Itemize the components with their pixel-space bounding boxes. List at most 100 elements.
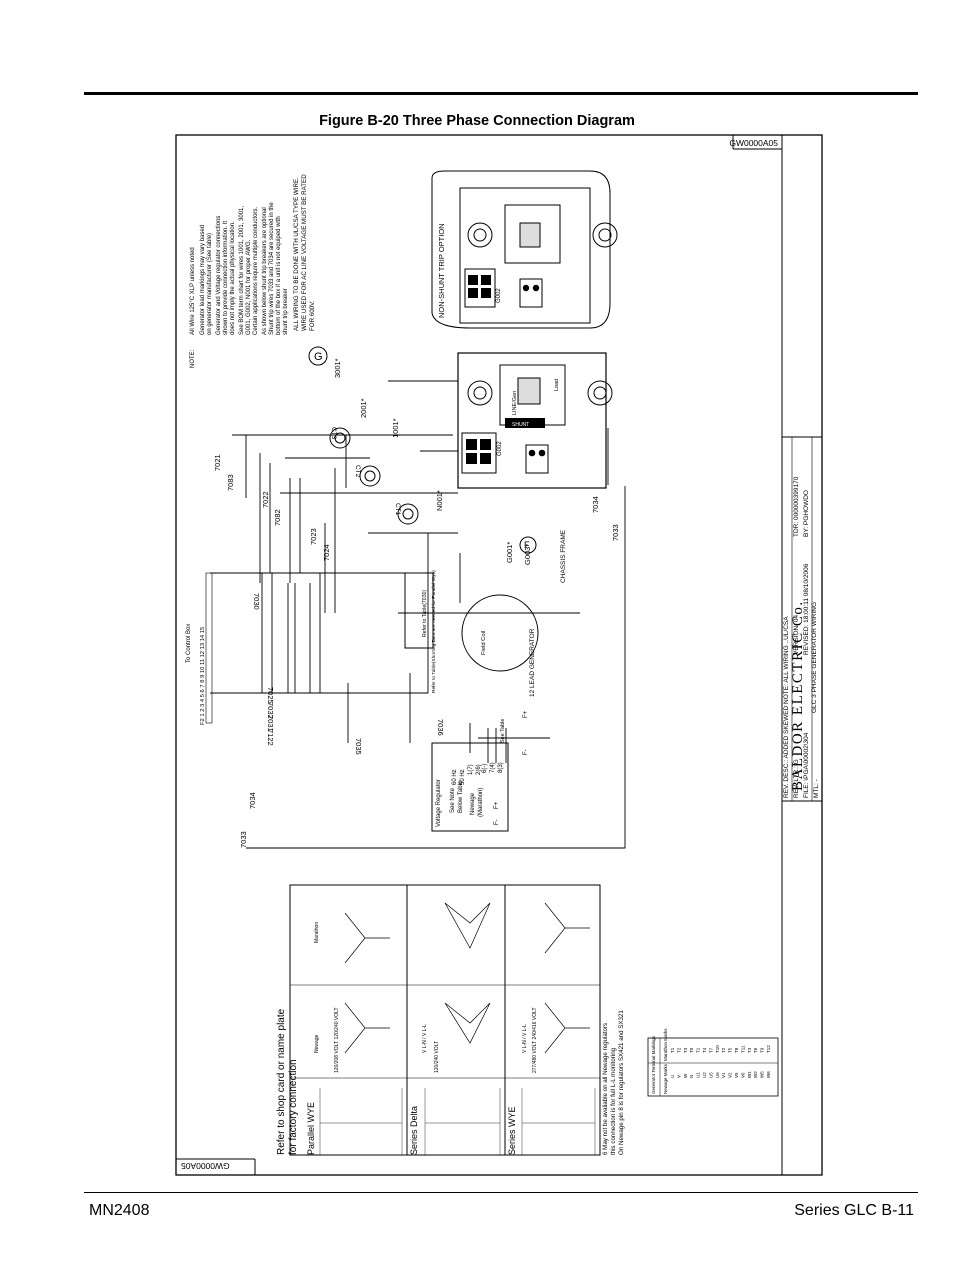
rev-ltr: REV. LTR.: G <box>793 759 800 798</box>
wire-network <box>210 380 626 849</box>
terminal-row-newage: W1 <box>747 1071 752 1078</box>
control-box-terminals: To Control Box F2 1 2 3 4 5 6 7 8 9 10 1… <box>186 572 213 725</box>
generator-block: Refer to Table(7030) Field Coil 12 LEAD … <box>404 570 539 697</box>
section-parallel-wye: Parallel WYE <box>306 1102 316 1155</box>
current-transformers: CT3 CT2 CT1 <box>329 427 419 525</box>
svg-text:120/240 VOLT: 120/240 VOLT <box>434 1041 440 1073</box>
terminal-row-marathon: T8 <box>734 1047 739 1053</box>
terminal-row-marathon: T5 <box>728 1047 733 1053</box>
terminal-row-marathon: T9 <box>760 1047 765 1053</box>
svg-text:7033: 7033 <box>611 524 620 541</box>
terminal-row-marathon: T2 <box>721 1047 726 1053</box>
svg-text:8(3): 8(3) <box>498 762 504 773</box>
svg-text:G001, G002, N001 for proper AW: G001, G002, N001 for proper AWG. <box>246 240 252 335</box>
drawing-number-bottom: GW0000A05 <box>181 1161 230 1171</box>
svg-text:6 May not be avaliable on all: 6 May not be avaliable on all Newage reg… <box>602 1023 609 1155</box>
svg-text:7036: 7036 <box>436 719 445 736</box>
svg-text:Newage: Newage <box>314 1034 320 1053</box>
svg-text:V L-N / V L-L: V L-N / V L-L <box>522 1024 528 1053</box>
wiring-diagram: GW0000A05 GW0000A05 BALDOR ELECTRIC Co. … <box>175 134 823 1176</box>
svg-text:120/208 VOLT 120/240 VOLT: 120/208 VOLT 120/240 VOLT <box>334 1007 340 1073</box>
svg-text:7083: 7083 <box>226 474 235 491</box>
svg-text:Generator and Voltage regulato: Generator and Voltage regulator connecti… <box>216 216 222 335</box>
svg-text:SHUNT: SHUNT <box>512 422 529 428</box>
generator-label: 12 LEAD GENERATOR <box>529 628 536 697</box>
terminal-row-marathon: T1 <box>670 1047 675 1053</box>
svg-text:60 Hz: 60 Hz <box>452 769 458 785</box>
svg-text:G002: G002 <box>496 288 502 303</box>
svg-text:7025: 7025 <box>266 687 275 704</box>
svg-text:LINE/Gen: LINE/Gen <box>512 391 518 415</box>
svg-text:F-: F- <box>494 819 500 825</box>
svg-text:Voltage Regulator: Voltage Regulator <box>436 779 442 827</box>
title-block: BALDOR ELECTRIC Co. GLC 3 PHASE GENERATO… <box>782 436 822 802</box>
svg-text:shunt trip breaker: shunt trip breaker <box>283 288 289 335</box>
terminal-row-newage: U6 <box>715 1072 720 1078</box>
notes-heading: NOTE: <box>190 349 196 368</box>
svg-text:See BOM term chart for wires 1: See BOM term chart for wires 1001, 2001,… <box>239 206 245 335</box>
svg-text:1(7): 1(7) <box>468 764 474 775</box>
svg-text:7024: 7024 <box>322 544 331 561</box>
revised: REVISED: 18:00:11 08/10/2006 <box>803 563 810 655</box>
ct3-label: CT3 <box>330 427 337 440</box>
ground-note-symbol: G <box>314 351 323 363</box>
svg-text:Generator Terminal Markings: Generator Terminal Markings <box>651 1035 656 1094</box>
drawing-number-top: GW0000A05 <box>729 138 778 148</box>
section-series-delta: Series Delta <box>409 1106 419 1155</box>
svg-text:this connection is for full L-: this connection is for full L-L monitori… <box>610 1047 617 1155</box>
terminal-row-newage: U5 <box>708 1072 713 1078</box>
terminal-row-newage: V6 <box>740 1072 745 1078</box>
terminal-row-marathon: T12 <box>766 1045 771 1053</box>
mtl: MTL: - <box>813 779 820 798</box>
svg-text:Below Table: Below Table <box>458 780 464 813</box>
svg-text:7022: 7022 <box>261 491 270 508</box>
version: VERSION: 04 <box>793 615 800 655</box>
company-name: BALDOR ELECTRIC Co. <box>790 600 806 791</box>
svg-text:Certain applications require m: Certain applications require multiple co… <box>253 207 259 335</box>
terminal-row-marathon: T10 <box>715 1045 720 1053</box>
terminal-row-marathon: T7 <box>708 1047 713 1053</box>
svg-text:7034: 7034 <box>591 496 600 513</box>
svg-text:Refer to Table(Shorting Bars a: Refer to Table(Shorting Bars are needed … <box>431 570 437 693</box>
terminal-row-marathon: T6 <box>753 1047 758 1053</box>
factory-note: for factory connection <box>288 1059 299 1155</box>
drawing-border <box>175 134 823 1176</box>
svg-text:On Newage pin 8 is for regulat: On Newage pin 8 is for regulators SX421 … <box>618 1010 625 1155</box>
non-shunt-trip-panel: NON-SHUNT TRIP OPTION G002 <box>431 170 618 329</box>
svg-text:FOR 600V.: FOR 600V. <box>309 300 316 331</box>
terminal-numbers: F2 1 2 3 4 5 6 7 8 9 10 11 12 13 14 15 <box>200 627 206 725</box>
breaker-box: LINE/Gen Load SHUNT G002 <box>457 352 613 489</box>
terminal-row-newage: N <box>689 1075 694 1078</box>
terminal-row-newage: W6 <box>766 1071 771 1078</box>
svg-text:Marathon: Marathon <box>314 922 320 943</box>
svg-text:7032: 7032 <box>266 702 275 719</box>
terminal-row-newage: V2 <box>728 1072 733 1078</box>
svg-text:G002: G002 <box>497 441 503 456</box>
svg-text:Marathon Marks: Marathon Marks <box>663 1028 668 1061</box>
svg-text:on generator manufacturer (See: on generator manufacturer (See table) <box>207 233 213 335</box>
terminal-row-marathon: T2 <box>676 1047 681 1053</box>
svg-text:7035: 7035 <box>354 738 363 755</box>
svg-text:All Wire 125°C XLP unless note: All Wire 125°C XLP unless noted <box>190 247 196 335</box>
svg-text:Field Coil: Field Coil <box>481 631 487 655</box>
terminal-row-newage: V1 <box>721 1072 726 1078</box>
svg-text:WIRE USED FOR AC LINE VOLTAGE: WIRE USED FOR AC LINE VOLTAGE MUST BE RA… <box>301 174 308 331</box>
to-control-box: To Control Box <box>186 624 192 663</box>
terminal-row-newage: U <box>670 1075 675 1078</box>
non-shunt-label: NON-SHUNT TRIP OPTION <box>437 223 446 318</box>
svg-text:(Marathon): (Marathon) <box>478 788 484 817</box>
footer-manual-number: MN2408 <box>89 1202 150 1219</box>
svg-text:F+: F+ <box>523 710 529 718</box>
svg-text:G001*: G001* <box>505 542 514 563</box>
terminal-row-marathon: T3 <box>683 1047 688 1053</box>
svg-text:1001*: 1001* <box>391 418 400 438</box>
svg-text:7033: 7033 <box>239 831 248 848</box>
drawing-title: GLC 3 PHASE GENERATOR WIRING <box>811 602 818 713</box>
svg-text:shown to provide connection in: shown to provide connection information.… <box>223 221 229 335</box>
svg-text:277/480 VOLT 240/416 VOLT: 277/480 VOLT 240/416 VOLT <box>532 1007 538 1073</box>
svg-text:N001*: N001* <box>435 490 444 511</box>
terminal-row-marathon: T11 <box>740 1045 745 1053</box>
footer-rule <box>84 1192 918 1193</box>
tdr: TDR: 000000399170 <box>793 476 800 537</box>
svg-text:7082: 7082 <box>273 509 282 526</box>
